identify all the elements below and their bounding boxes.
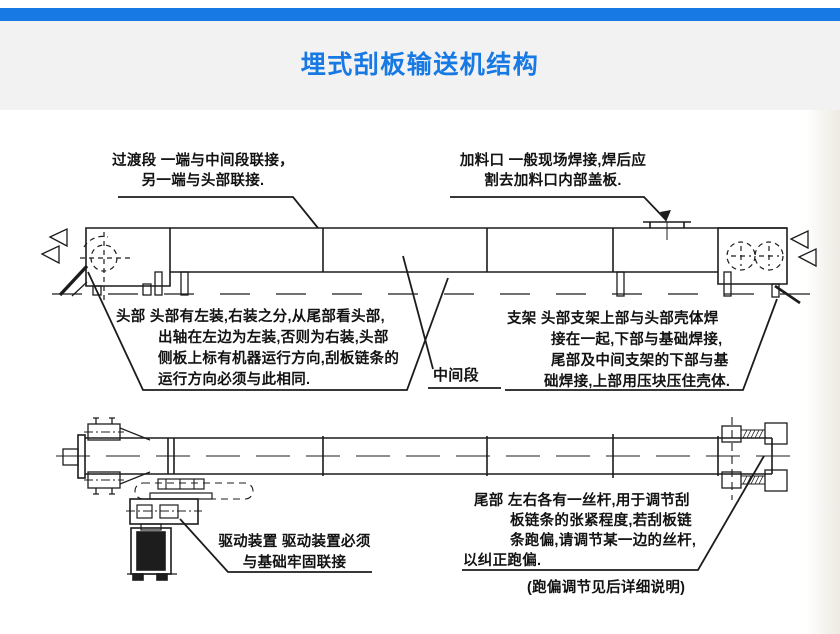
- top-accent-bar: [0, 8, 840, 21]
- annotation-line: 尾部及中间支架的下部与基: [551, 353, 729, 369]
- annotation-line: 以纠正跑偏.: [463, 553, 542, 569]
- annotation-line: 过渡段 一端与中间段联接，: [112, 153, 294, 169]
- head-bearings: [84, 417, 151, 495]
- annotation-tail-note: (跑偏调节见后详细说明): [527, 580, 686, 596]
- annotation-transition: 过渡段 一端与中间段联接， 另一端与头部联接.: [97, 151, 309, 191]
- header-band: 埋式刮板输送机结构: [0, 21, 840, 110]
- drive-unit: [126, 478, 254, 581]
- scan-edge-shading: [806, 110, 840, 634]
- annotation-drive: 驱动装置 驱动装置必须 与基础牢固联接: [212, 532, 377, 574]
- tail-sprockets: [726, 241, 784, 271]
- annotation-line: 出轴在左边为左装,否则为右装,头部: [158, 330, 389, 346]
- left-end-marks: [40, 227, 89, 297]
- side-view-drawing: [40, 221, 817, 305]
- annotation-line: 另一端与头部联接.: [141, 173, 265, 189]
- annotation-line: 支架 头部支架上部与头部壳体焊: [507, 311, 719, 327]
- annotation-line: 头部 头部有左装,右装之分,从尾部看头部,: [116, 309, 385, 325]
- annotation-line: 与基础牢固联接: [242, 555, 347, 571]
- annotation-support: 支架 头部支架上部与头部壳体焊 接在一起,下部与基础焊接, 尾部及中间支架的下部…: [507, 309, 730, 393]
- leader-lines: [87, 196, 778, 573]
- annotation-tail: 尾部 左右各有一丝杆,用于调节刮 板链条的张紧程度,若刮板链 条跑偏,请调节某一…: [463, 491, 697, 571]
- annotation-line: 接在一起,下部与基础焊接,: [551, 332, 723, 348]
- annotation-head: 头部 头部有左装,右装之分,从尾部看头部, 出轴在左边为左装,否则为右装,头部 …: [116, 307, 399, 391]
- annotation-line: 侧板上标有机器运行方向,刮板链条的: [158, 351, 400, 367]
- feed-inlet-leader: [450, 196, 667, 221]
- annotation-line: 运行方向必须与此相同.: [158, 372, 311, 388]
- tail-tensioner: [721, 417, 788, 500]
- side-view-legs: [92, 271, 780, 298]
- plan-view-drawing: [56, 417, 798, 581]
- annotation-line: 驱动装置 驱动装置必须: [218, 534, 371, 550]
- head-callout-border: [87, 271, 449, 391]
- annotation-middle-section: 中间段: [433, 367, 479, 384]
- annotation-line: 加料口 一般现场焊接,焊后应: [459, 153, 647, 169]
- annotation-line: 条跑偏,请调节某一边的丝杆,: [510, 533, 697, 549]
- feed-inlet-arrow: [660, 210, 671, 222]
- page-title: 埋式刮板输送机结构: [300, 51, 540, 79]
- annotation-line: 板链条的张紧程度,若刮板链: [510, 513, 692, 529]
- annotation-feed-inlet: 加料口 一般现场焊接,焊后应 割去加料口内部盖板.: [447, 151, 659, 191]
- support-leader: [505, 298, 778, 391]
- head-sprocket: [80, 232, 130, 302]
- transition-leader: [118, 196, 319, 229]
- annotation-line: 尾部 左右各有一丝杆,用于调节刮: [474, 493, 690, 509]
- feed-inlet-shape: [643, 221, 691, 240]
- right-end-marks: [774, 229, 817, 305]
- middle-section-leader: [402, 255, 434, 370]
- drive-leader: [179, 518, 372, 573]
- tail-leader: [462, 455, 765, 571]
- annotation-line: 础焊接,上部用压块压住壳体.: [544, 374, 731, 390]
- annotation-line: 割去加料口内部盖板.: [484, 173, 622, 189]
